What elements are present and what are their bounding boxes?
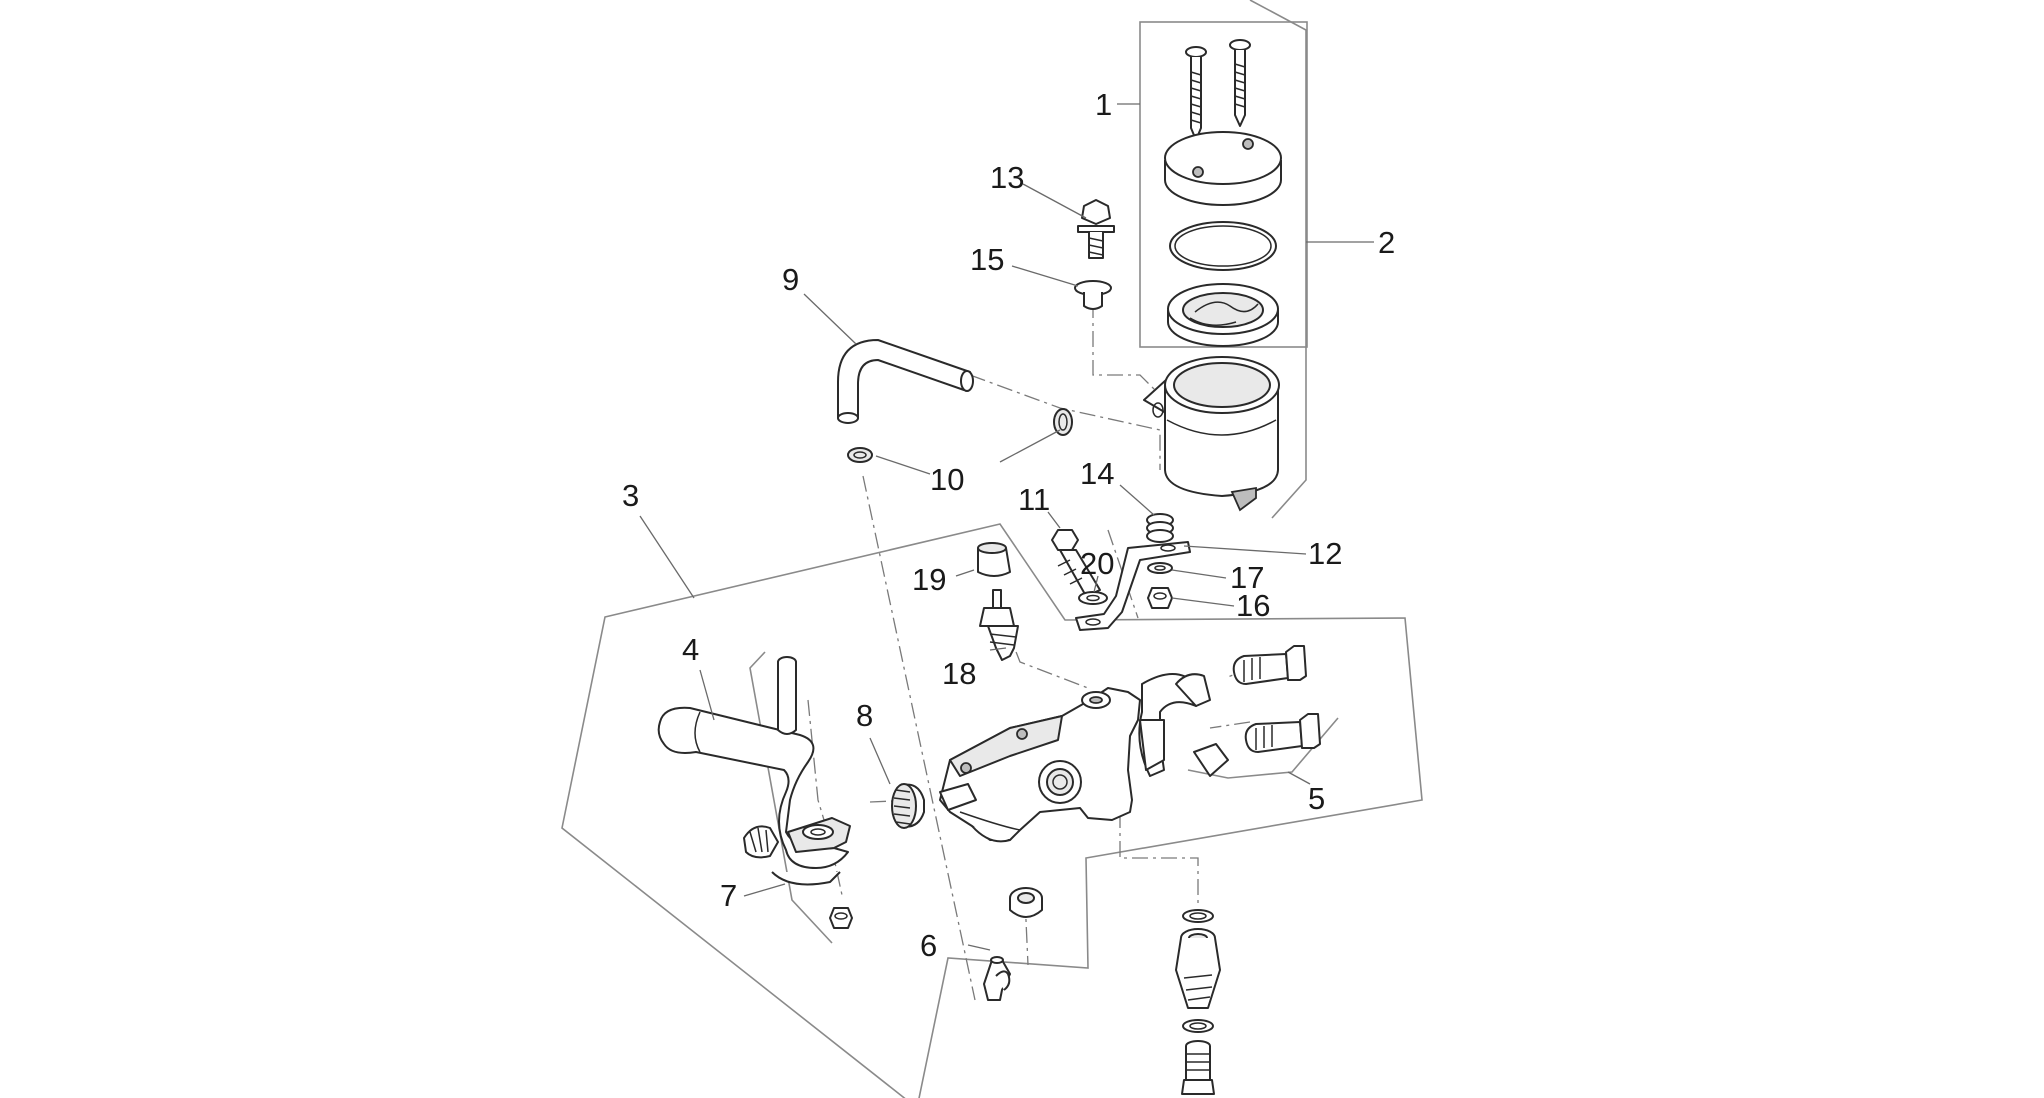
brake-light-switch [983,956,1011,1001]
callout-15: 15 [970,242,1004,277]
master-cylinder-body [939,687,1141,843]
callout-10: 10 [930,462,964,497]
callout-3: 3 [622,478,639,513]
callout-2: 2 [1378,225,1395,260]
banjo-fitting [1175,909,1221,1095]
callout-1: 1 [1095,87,1112,122]
bracket-bolt [1051,529,1101,597]
callout-14: 14 [1080,456,1114,491]
reservoir-group-frame [1249,0,1307,519]
callout-17: 17 [1230,560,1264,595]
callout-7: 7 [720,878,737,913]
reservoir-o-ring [1169,221,1277,271]
bleeder-valve [979,589,1019,661]
master-cylinder-group-frame [561,523,1423,1098]
handlebar-clamp [1138,673,1229,777]
reservoir-cap-frame [1139,21,1308,348]
reservoir-spacer [1074,280,1112,310]
callout-labels: 1 2 3 4 5 6 7 8 9 10 11 12 13 14 15 16 1… [622,87,1395,963]
switch-cover [1009,887,1043,918]
callout-20: 20 [1080,546,1114,581]
callout-9: 9 [782,262,799,297]
clamp-bolt-upper [1232,645,1307,685]
leader-lines [639,103,1374,951]
callout-4: 4 [682,632,699,667]
brake-fluid-reservoir [1143,356,1280,512]
hose-clip-lower [847,447,873,463]
reservoir-cap-screws [1185,39,1251,141]
callout-16: 16 [1236,588,1270,623]
callout-18: 18 [942,656,976,691]
clamp-bolt-lower [1244,713,1321,753]
reservoir-hose [837,339,974,424]
callout-11: 11 [1018,482,1050,517]
callout-6: 6 [920,928,937,963]
lever-pivot-pin [777,656,797,735]
lever-subgroup-frame [749,651,833,944]
callout-13: 13 [990,160,1024,195]
reservoir-cap [1164,131,1282,206]
callout-5: 5 [1308,781,1325,816]
lever-pivot-nut [829,907,853,929]
bracket-nut [1147,587,1173,609]
lever-adjuster-knob [743,825,779,859]
piston-dust-seal [891,783,925,829]
hose-clip-upper [1053,408,1073,436]
reservoir-mounting-screw [1077,199,1115,259]
brake-lever [657,706,851,886]
bleeder-cap [977,542,1011,577]
reservoir-grommet [1146,513,1174,543]
callout-12: 12 [1308,536,1342,571]
bolt-washer [1078,591,1108,605]
callout-19: 19 [912,562,946,597]
reservoir-diaphragm [1167,283,1279,347]
bracket-washer [1147,562,1173,574]
callout-8: 8 [856,698,873,733]
reservoir-bracket [1075,541,1191,631]
